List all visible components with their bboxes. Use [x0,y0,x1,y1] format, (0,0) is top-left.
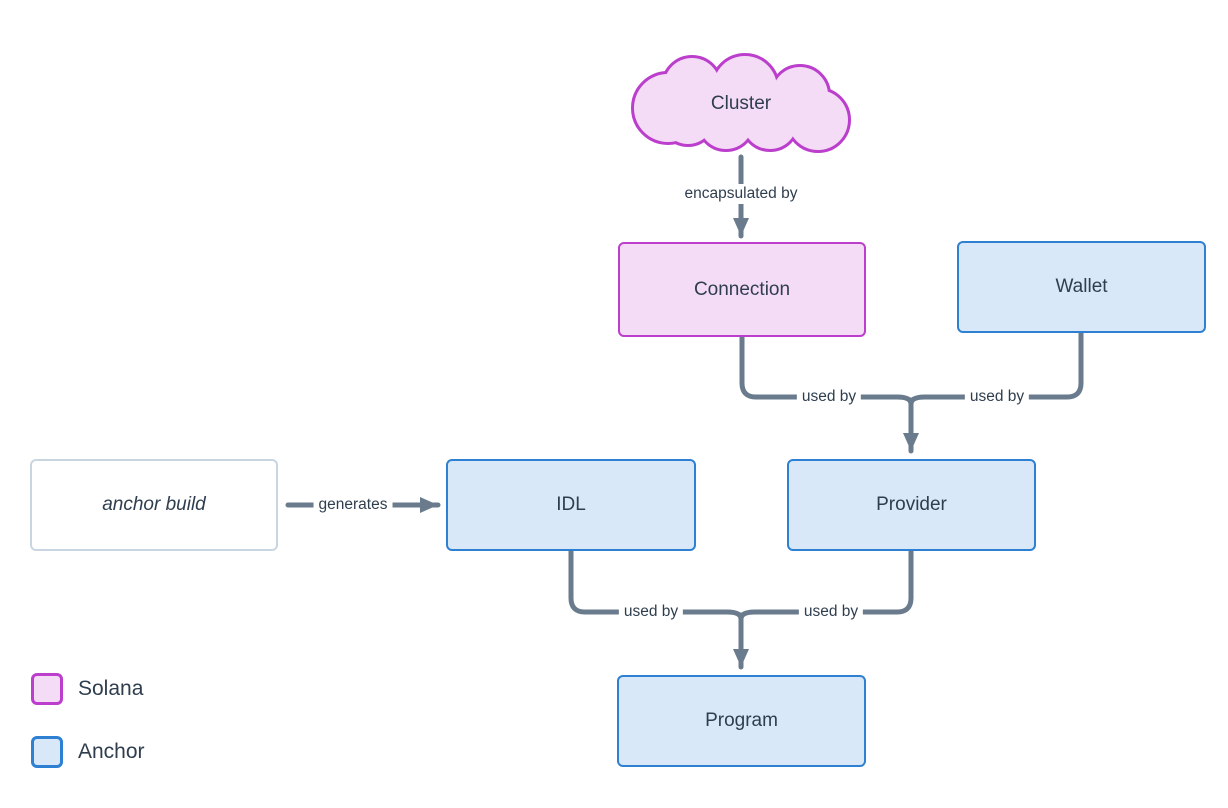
node-program-label: Program [705,710,778,731]
node-connection: Connection [618,242,866,337]
legend-label-solana: Solana [78,677,144,700]
legend: Solana Anchor [31,673,145,799]
node-anchor-build: anchor build [30,459,278,551]
edge-label-used-by-idl: used by [618,602,684,622]
node-cluster-label: Cluster [710,93,772,114]
legend-swatch-anchor [31,736,63,768]
node-wallet: Wallet [957,241,1206,333]
edge-label-used-by-provider: used by [798,602,864,622]
node-wallet-label: Wallet [1055,276,1108,297]
node-anchor-build-label: anchor build [102,494,206,515]
node-idl-label: IDL [556,494,586,515]
edge-label-encapsulated-by: encapsulated by [679,184,803,204]
node-connection-label: Connection [693,278,791,300]
node-program: Program [617,675,866,767]
cluster-cloud-shape [631,53,851,153]
edge-label-used-by-connection: used by [796,387,862,407]
node-provider-label: Provider [876,494,947,515]
edge-label-used-by-wallet: used by [964,387,1030,407]
legend-row-anchor: Anchor [31,736,145,768]
node-provider: Provider [787,459,1036,551]
node-idl: IDL [446,459,696,551]
node-cluster: Cluster [671,88,811,120]
legend-swatch-solana [31,673,63,705]
edge-label-generates: generates [313,495,393,515]
legend-label-anchor: Anchor [78,740,145,763]
legend-row-solana: Solana [31,673,145,705]
